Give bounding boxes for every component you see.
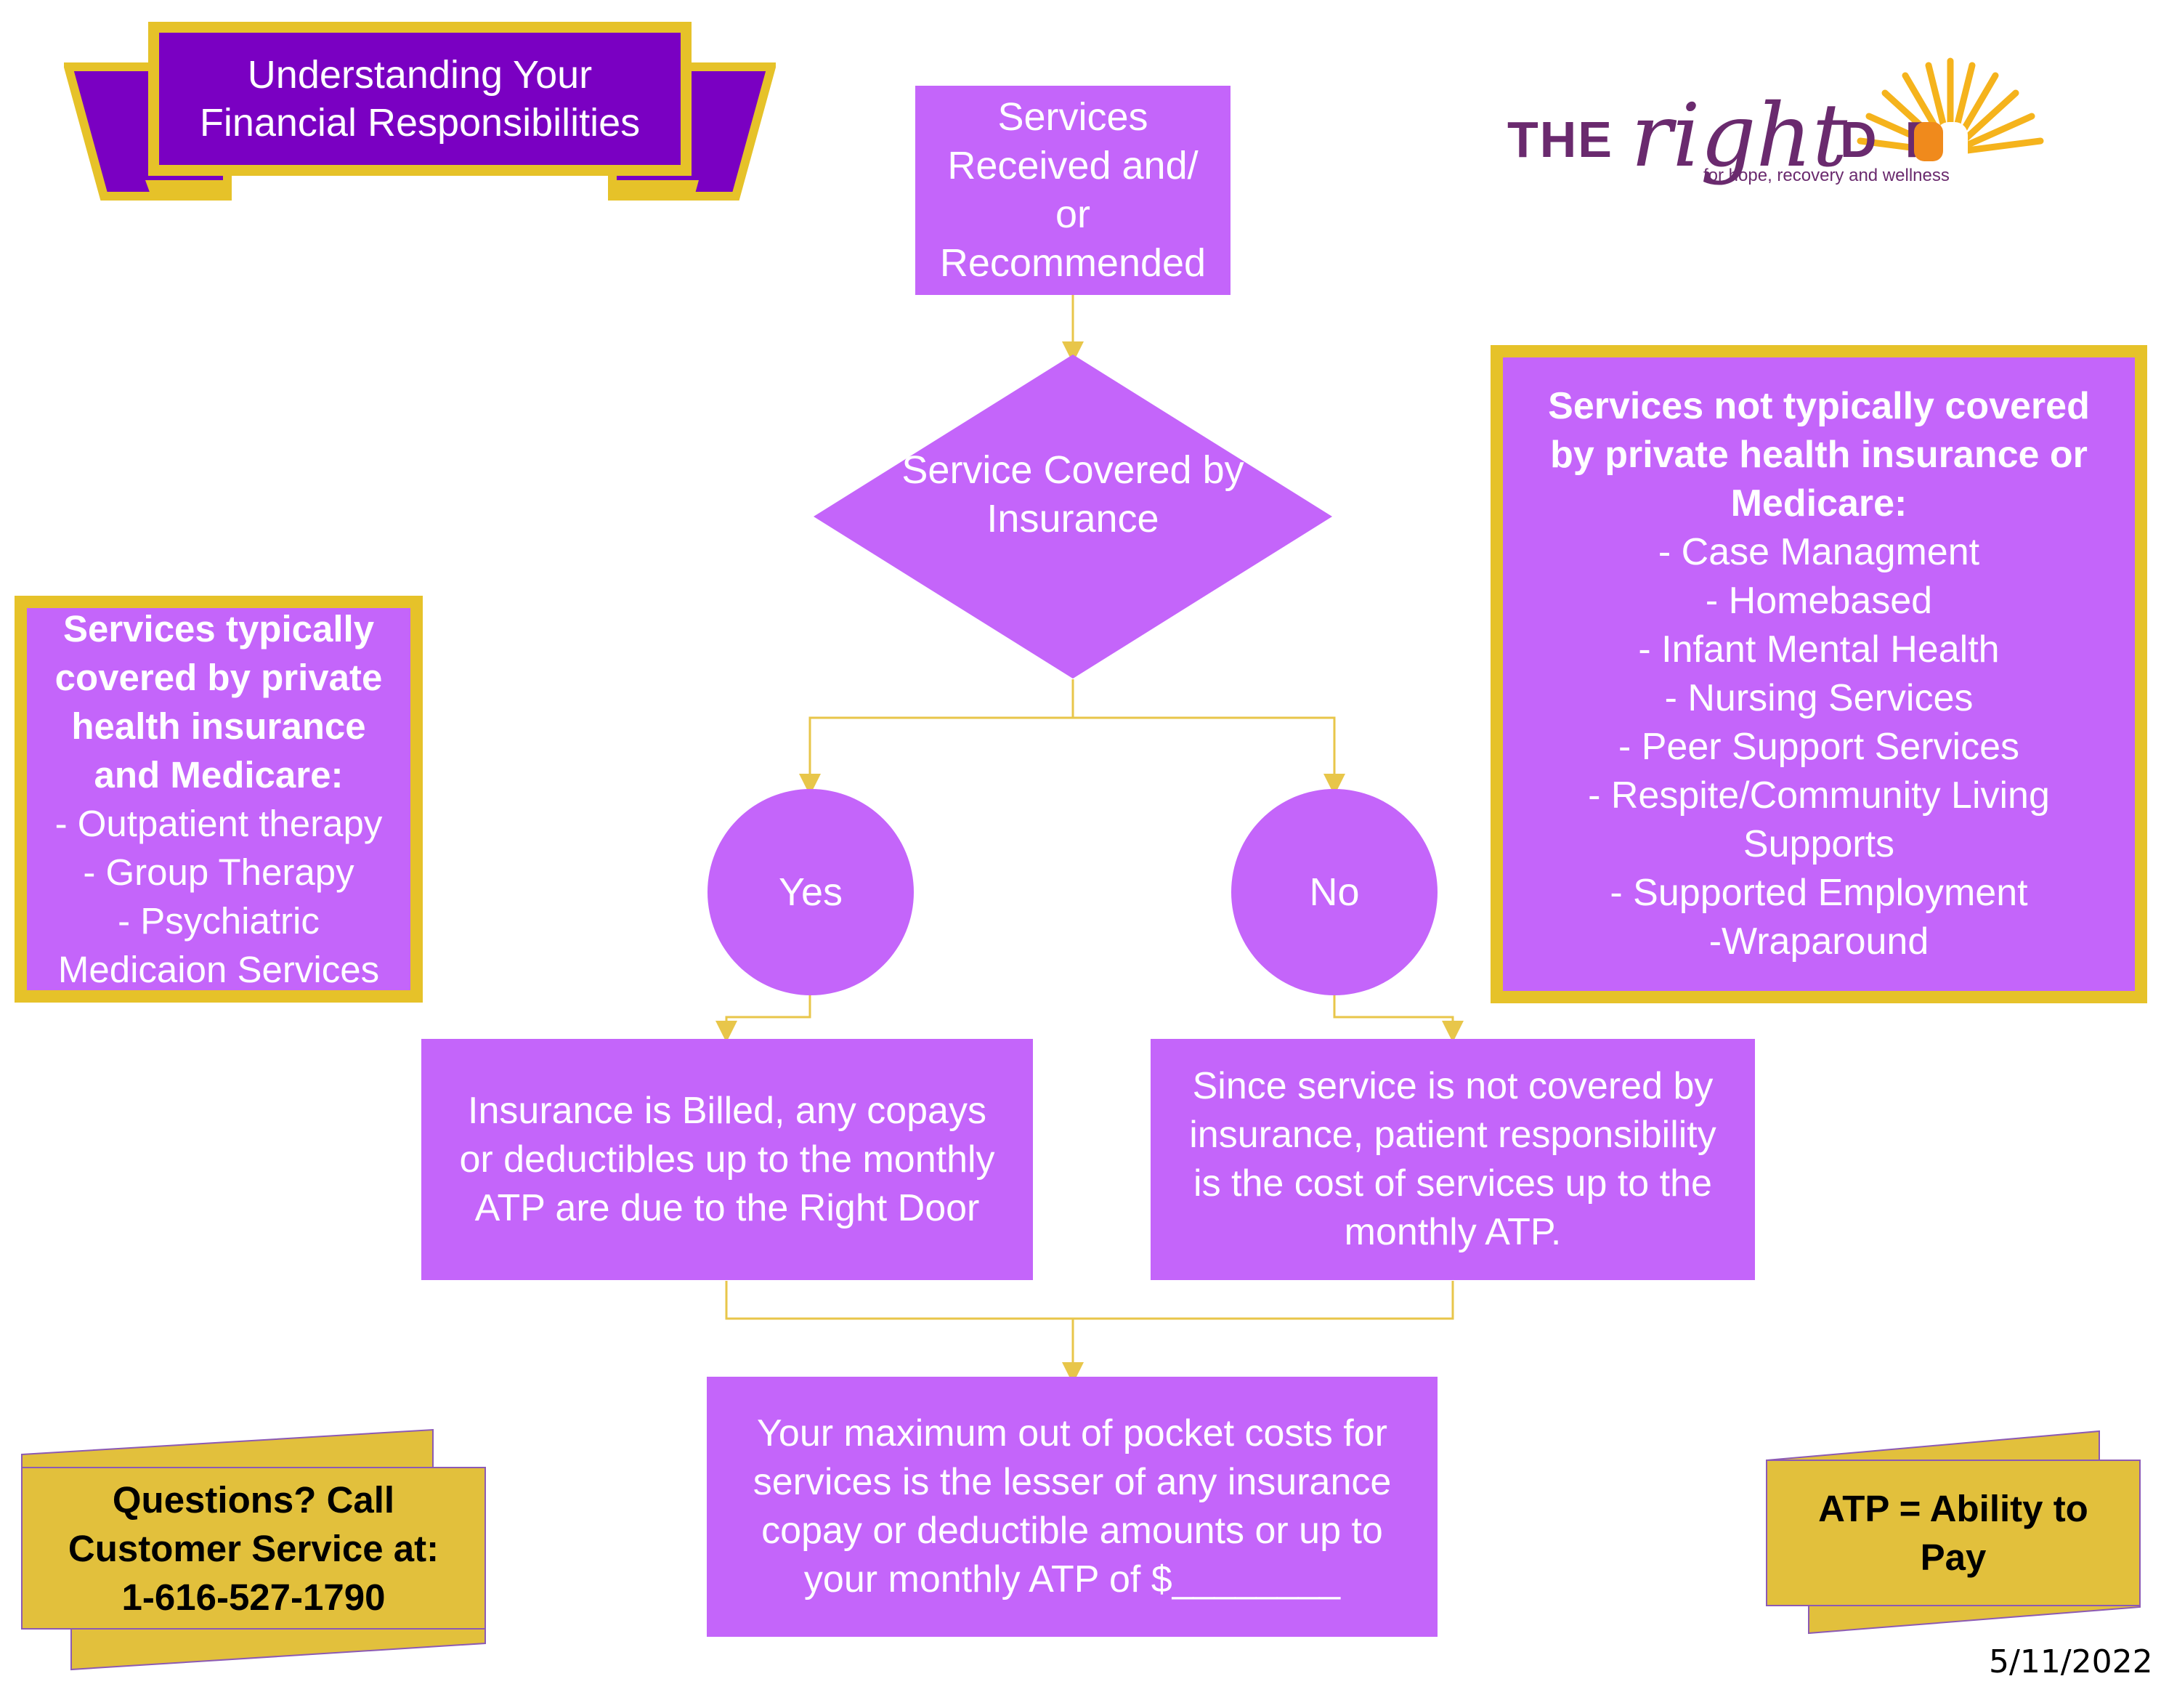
yes-result-box: Insurance is Billed, any copays or deduc… [421,1039,1033,1280]
yes-result-text: Insurance is Billed, any copays or deduc… [459,1089,995,1229]
logo-right: right [1631,86,1848,187]
decision-label: Service Covered by Insurance [901,448,1244,541]
banner-title-box: Understanding Your Financial Responsibil… [148,22,692,176]
atp-ribbon: ATP = Ability to Pay [1765,1425,2143,1636]
arrow-yes-to-result [715,995,811,1043]
door-icon [1914,122,1943,161]
questions-ribbon: Questions? Call Customer Service at: 1-6… [20,1425,489,1674]
not-covered-heading: Services not typically covered by privat… [1548,385,2090,525]
decision-label-wrap: Service Covered by Insurance [814,355,1332,679]
atp-text: ATP = Ability to Pay [1818,1488,2088,1578]
no-result-box: Since service is not covered by insuranc… [1151,1039,1755,1280]
not-covered-services-panel: Services not typically covered by privat… [1491,345,2147,1003]
not-covered-items: - Case Managment - Homebased - Infant Me… [1588,531,2050,963]
atp-ribbon-shape [1766,1430,2141,1635]
no-result-text: Since service is not covered by insuranc… [1189,1065,1716,1253]
questions-text-wrap: Questions? Call Customer Service at: 1-6… [22,1468,485,1629]
final-text: Your maximum out of pocket costs for ser… [753,1412,1392,1600]
start-box-text: Services Received and/ or Recommended [939,95,1207,285]
decision-diamond [814,355,1332,679]
questions-ribbon-shape [21,1428,486,1671]
connector-results-merge [725,1281,1454,1320]
banner-title: Understanding Your Financial Responsibil… [199,53,641,145]
atp-text-wrap: ATP = Ability to Pay [1767,1460,2140,1606]
yes-circle: Yes [708,789,914,995]
covered-heading: Services typically covered by private he… [54,608,383,796]
start-box: Services Received and/ or Recommended [915,86,1230,295]
connector-decision-no [1073,716,1345,796]
logo: THE right D R for hope, recovery and wel… [1507,51,2059,196]
logo-the: THE [1507,111,1613,168]
no-label: No [1309,870,1360,914]
questions-text: Questions? Call Customer Service at: 1-6… [68,1478,439,1618]
final-box: Your maximum out of pocket costs for ser… [707,1377,1438,1637]
connector-decision-split [799,679,1074,796]
arrow-no-to-result [1333,995,1464,1043]
title-banner: Understanding Your Financial Responsibil… [64,22,776,203]
covered-items: - Outpatient therapy - Group Therapy - P… [54,803,383,990]
yes-label: Yes [778,870,843,914]
covered-services-panel: Services typically covered by private he… [15,596,423,1003]
document-date: 5/11/2022 [1989,1643,2153,1680]
no-circle: No [1231,789,1438,995]
logo-tagline: for hope, recovery and wellness [1703,166,1950,185]
